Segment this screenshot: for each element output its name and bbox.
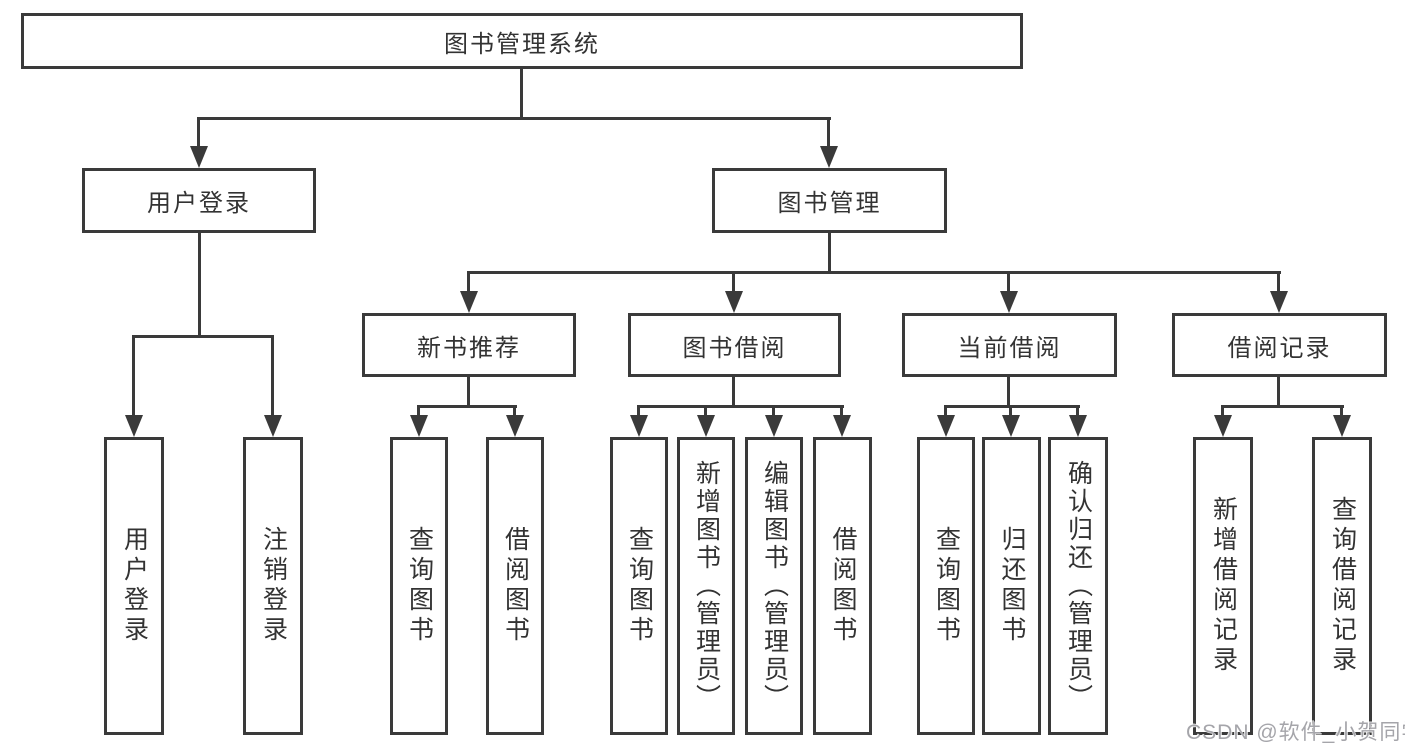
node-label: 新书推荐 [417,334,521,362]
leaf-edit-book-admin: 编辑图书（管理员） [745,437,803,735]
leaf-borrow-books-recommend: 借阅图书 [486,437,544,735]
leaf-return-book: 归还图书 [982,437,1041,735]
connector-hline [467,271,1281,274]
leaf-user-login: 用户登录 [104,437,164,735]
leaf-add-borrow-record: 新增借阅记录 [1193,437,1253,735]
arrowhead [725,291,743,313]
arrowhead [460,291,478,313]
connector-root-hline [197,117,831,120]
connector-hline [1221,405,1344,408]
leaf-query-books-borrow: 查询图书 [610,437,668,735]
arrowhead [765,415,783,437]
connector-drop [1221,405,1224,420]
node-book-management: 图书管理 [712,168,947,233]
connector-stem [1007,377,1010,405]
leaf-label: 查询图书 [932,526,961,646]
arrowhead [1069,415,1087,437]
connector-drop [840,405,843,420]
csdn-watermark: CSDN @软件_小贺同学 [1186,721,1405,744]
node-borrow-records: 借阅记录 [1172,313,1387,377]
arrowhead [1002,415,1020,437]
arrowhead [820,146,838,168]
leaf-confirm-return-admin: 确认归还（管理员） [1048,437,1108,735]
node-label: 图书借阅 [682,334,787,362]
connector-drop [467,271,470,296]
connector-drop [1009,405,1012,420]
connector-hline [637,405,844,408]
node-label: 当前借阅 [957,334,1062,362]
node-user-login: 用户登录 [82,168,316,233]
connector-drop [637,405,640,420]
arrowhead [833,415,851,437]
connector-stem [198,233,201,335]
leaf-logout: 注销登录 [243,437,303,735]
leaf-label: 确认归还（管理员） [1064,460,1093,712]
node-current-borrow: 当前借阅 [902,313,1117,377]
leaf-label: 查询借阅记录 [1328,496,1357,676]
node-book-borrow: 图书借阅 [628,313,841,377]
arrowhead [264,415,282,437]
connector-hline [132,335,274,338]
connector-drop [944,405,947,420]
connector-stem [828,233,831,271]
leaf-borrow-books-borrow: 借阅图书 [813,437,872,735]
node-root-label: 图书管理系统 [444,30,600,58]
leaf-label: 新增图书（管理员） [692,460,721,712]
arrowhead [1333,415,1351,437]
leaf-query-books-current: 查询图书 [917,437,975,735]
leaf-label: 编辑图书（管理员） [760,460,789,712]
arrowhead [190,146,208,168]
connector-drop [1076,405,1079,420]
arrowhead [1214,415,1232,437]
arrowhead [697,415,715,437]
node-label: 用户登录 [147,190,251,217]
arrowhead [506,415,524,437]
leaf-label: 借阅图书 [501,526,530,646]
connector-drop [132,335,135,417]
connector-drop [772,405,775,420]
leaf-label: 查询图书 [405,526,434,646]
connector-drop [1277,271,1280,296]
arrowhead [1000,291,1018,313]
connector-drop [197,117,200,151]
connector-hline [417,405,517,408]
arrowhead [630,415,648,437]
arrowhead [125,415,143,437]
connector-drop [271,335,274,417]
connector-drop [704,405,707,420]
node-label: 图书管理 [777,190,882,217]
connector-drop [1007,271,1010,296]
connector-hline [944,405,1080,408]
arrowhead [937,415,955,437]
arrowhead [410,415,428,437]
connector-root-stem [520,69,523,117]
arrowhead [1270,291,1288,313]
leaf-label: 查询图书 [625,526,654,646]
node-label: 借阅记录 [1227,334,1332,362]
leaf-label: 新增借阅记录 [1209,496,1238,676]
leaf-query-books-recommend: 查询图书 [390,437,448,735]
connector-drop [417,405,420,420]
leaf-label: 借阅图书 [829,526,857,646]
leaf-label: 用户登录 [120,526,149,646]
leaf-label: 注销登录 [259,526,288,646]
leaf-query-borrow-record: 查询借阅记录 [1312,437,1372,735]
leaf-add-book-admin: 新增图书（管理员） [677,437,735,735]
connector-drop [1340,405,1343,420]
leaf-label: 归还图书 [998,526,1026,646]
connector-drop [827,117,830,151]
connector-stem [1277,377,1280,405]
node-root: 图书管理系统 [21,13,1023,69]
connector-stem [467,377,470,405]
connector-drop [513,405,516,420]
connector-stem [732,377,735,405]
connector-drop [732,271,735,296]
node-new-book-recommend: 新书推荐 [362,313,576,377]
